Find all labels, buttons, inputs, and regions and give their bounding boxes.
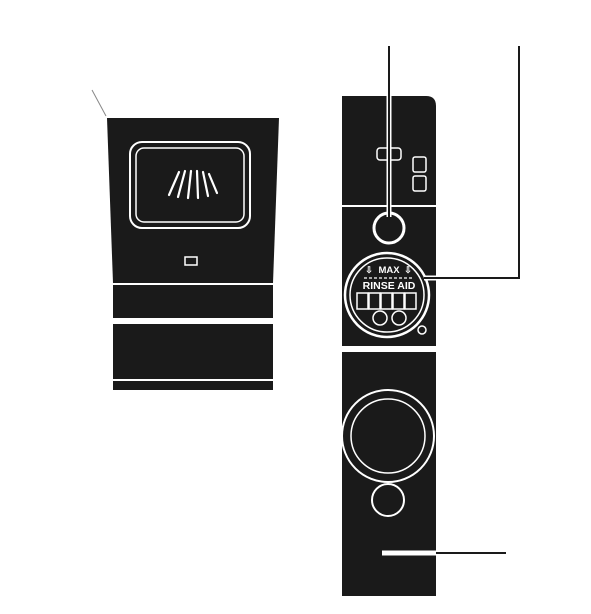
dispenser-ring-inner <box>349 257 425 333</box>
arrow-right-icon: ⇩ <box>404 265 412 275</box>
rinse-aid-dispenser: ⇩ MAX ⇩ RINSE AID <box>343 251 431 339</box>
display-window-inner <box>135 147 245 223</box>
dispenser-knob-left <box>372 310 388 326</box>
arrow-left-icon: ⇩ <box>365 265 373 275</box>
door-upper-band <box>113 285 273 318</box>
label-max: MAX <box>378 265 400 276</box>
water-spray-icon <box>167 169 219 200</box>
kick-plate <box>113 381 273 390</box>
rinse-aid-cap <box>372 211 406 245</box>
hinge-slot-upper <box>412 156 427 173</box>
dispenser-knob-right <box>391 310 407 326</box>
label-rinse-aid: RINSE AID <box>363 280 416 292</box>
door-lower-band <box>113 324 273 379</box>
callout-line-dispenser-core <box>424 46 520 279</box>
indicator-light-icon <box>184 256 198 266</box>
corner-tick <box>91 89 107 117</box>
hinge-slot-lower <box>412 175 427 192</box>
dishwasher-front <box>91 89 279 390</box>
level-indicator-windows <box>356 292 417 310</box>
door-inner-side: ⇩ MAX ⇩ RINSE AID <box>341 46 522 596</box>
detergent-lid-inner <box>350 398 426 474</box>
small-indicator-dot <box>417 325 427 335</box>
lid-release-button <box>371 483 405 517</box>
callout-line-dispenser <box>424 46 522 281</box>
detergent-lid-outer <box>341 389 435 483</box>
